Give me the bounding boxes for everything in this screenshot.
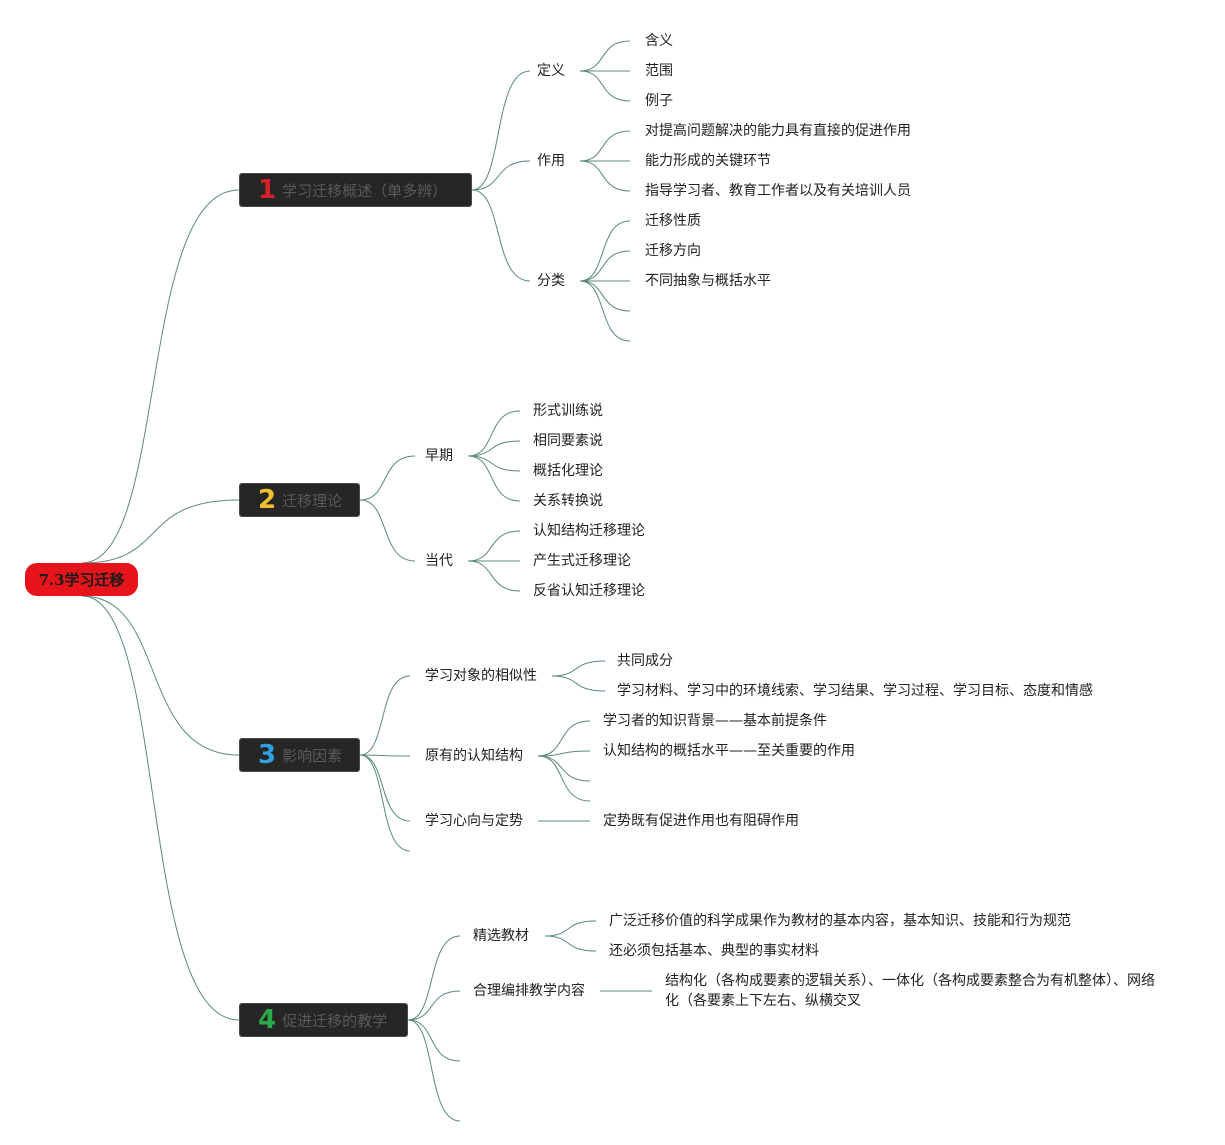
connector-curve [407, 935, 461, 1021]
connector-curve [467, 455, 521, 472]
node-definition[interactable]: 定义 [537, 63, 565, 79]
node-similarity-1[interactable]: 共同成分 [617, 653, 673, 669]
node-mental-set-1[interactable]: 定势既有促进作用也有阻碍作用 [603, 813, 799, 829]
connector-curve [579, 280, 631, 312]
node-example[interactable]: 例子 [645, 93, 673, 109]
node-function-2[interactable]: 能力形成的关键环节 [645, 153, 771, 169]
connector-curve [81, 595, 240, 756]
node-class-2[interactable]: 迁移方向 [645, 243, 701, 259]
connector-curve [579, 70, 631, 102]
number-3-icon: 3 [258, 740, 277, 770]
branch-theory-label: 迁移理论 [282, 491, 343, 510]
node-scope[interactable]: 范围 [645, 63, 673, 79]
connector-curve [579, 250, 631, 282]
node-modern-2[interactable]: 产生式迁移理论 [533, 553, 631, 569]
connector-curve [359, 754, 411, 757]
connector-curve [537, 755, 591, 782]
connector-curve [579, 280, 631, 342]
node-mental-set[interactable]: 学习心向与定势 [425, 813, 523, 829]
root-node[interactable]: 7.3学习迁移 [25, 563, 138, 596]
node-early[interactable]: 早期 [425, 448, 453, 464]
node-early-3[interactable]: 概括化理论 [533, 463, 603, 479]
connector-curve [544, 920, 597, 937]
connector-curve [467, 410, 521, 457]
node-modern-1[interactable]: 认知结构迁移理论 [533, 523, 645, 539]
connector-curve [579, 160, 631, 192]
connector-curve [467, 455, 521, 502]
connector-curve [359, 455, 416, 501]
branch-factors-label: 影响因素 [282, 746, 343, 765]
branch-teaching-label: 促进迁移的教学 [282, 1011, 388, 1030]
connector-curve [551, 675, 606, 692]
connector-curve [471, 70, 531, 191]
node-class-1[interactable]: 迁移性质 [645, 213, 701, 229]
node-arrange-content[interactable]: 合理编排教学内容 [473, 983, 585, 999]
connector-curve [467, 440, 521, 457]
connector-curve [537, 755, 591, 802]
node-early-4[interactable]: 关系转换说 [533, 493, 603, 509]
connector-curve [81, 595, 240, 1021]
node-classification[interactable]: 分类 [537, 273, 565, 289]
node-early-1[interactable]: 形式训练说 [533, 403, 603, 419]
connector-curve [537, 750, 591, 757]
connector-curve [81, 499, 240, 564]
connector-curve [537, 720, 591, 757]
branch-overview[interactable]: 1 学习迁移概述（单多辨） [239, 173, 472, 207]
node-modern-3[interactable]: 反省认知迁移理论 [533, 583, 645, 599]
connector-curve [359, 499, 416, 562]
connector-curve [467, 530, 521, 562]
node-select-1[interactable]: 广泛迁移价值的科学成果作为教材的基本内容，基本知识、技能和行为规范 [609, 913, 1071, 929]
node-early-2[interactable]: 相同要素说 [533, 433, 603, 449]
node-class-3[interactable]: 不同抽象与概括水平 [645, 273, 771, 289]
node-select-2[interactable]: 还必须包括基本、典型的事实材料 [609, 943, 819, 959]
node-function[interactable]: 作用 [537, 153, 565, 169]
connector-curve [471, 189, 531, 282]
connector-curve [579, 220, 631, 282]
connector-curve [359, 675, 411, 756]
connector-curve [579, 130, 631, 162]
node-function-1[interactable]: 对提高问题解决的能力具有直接的促进作用 [645, 123, 911, 139]
branch-factors[interactable]: 3 影响因素 [239, 738, 360, 772]
node-function-3[interactable]: 指导学习者、教育工作者以及有关培训人员 [645, 183, 911, 199]
node-cognitive-2[interactable]: 认知结构的概括水平——至关重要的作用 [603, 743, 855, 759]
connector-curve [407, 1019, 461, 1062]
connector-curve [467, 560, 521, 592]
node-select-materials[interactable]: 精选教材 [473, 928, 529, 944]
connector-curve [544, 935, 597, 952]
number-1-icon: 1 [258, 175, 277, 205]
number-4-icon: 4 [258, 1005, 277, 1035]
connector-curve [407, 990, 461, 1021]
connector-curve [471, 160, 531, 191]
number-2-icon: 2 [258, 485, 277, 515]
node-cognitive-structure[interactable]: 原有的认知结构 [425, 748, 523, 764]
connector-curve [81, 189, 240, 564]
branch-overview-label: 学习迁移概述（单多辨） [282, 181, 448, 200]
connector-curve [359, 754, 411, 822]
connector-curve [551, 660, 606, 677]
node-similarity-2[interactable]: 学习材料、学习中的环境线索、学习结果、学习过程、学习目标、态度和情感 [617, 683, 1093, 699]
node-similarity[interactable]: 学习对象的相似性 [425, 668, 537, 684]
connector-curve [407, 1019, 461, 1122]
connector-curve [579, 40, 631, 72]
node-arrange-1[interactable]: 结构化（各构成要素的逻辑关系）、一体化（各构成要素整合为有机整体）、网络化（各要… [665, 973, 1155, 1009]
connector-curve [359, 754, 411, 852]
branch-teaching[interactable]: 4 促进迁移的教学 [239, 1003, 408, 1037]
node-cognitive-1[interactable]: 学习者的知识背景——基本前提条件 [603, 713, 827, 729]
branch-theory[interactable]: 2 迁移理论 [239, 483, 360, 517]
node-modern[interactable]: 当代 [425, 553, 453, 569]
node-meaning[interactable]: 含义 [645, 33, 673, 49]
